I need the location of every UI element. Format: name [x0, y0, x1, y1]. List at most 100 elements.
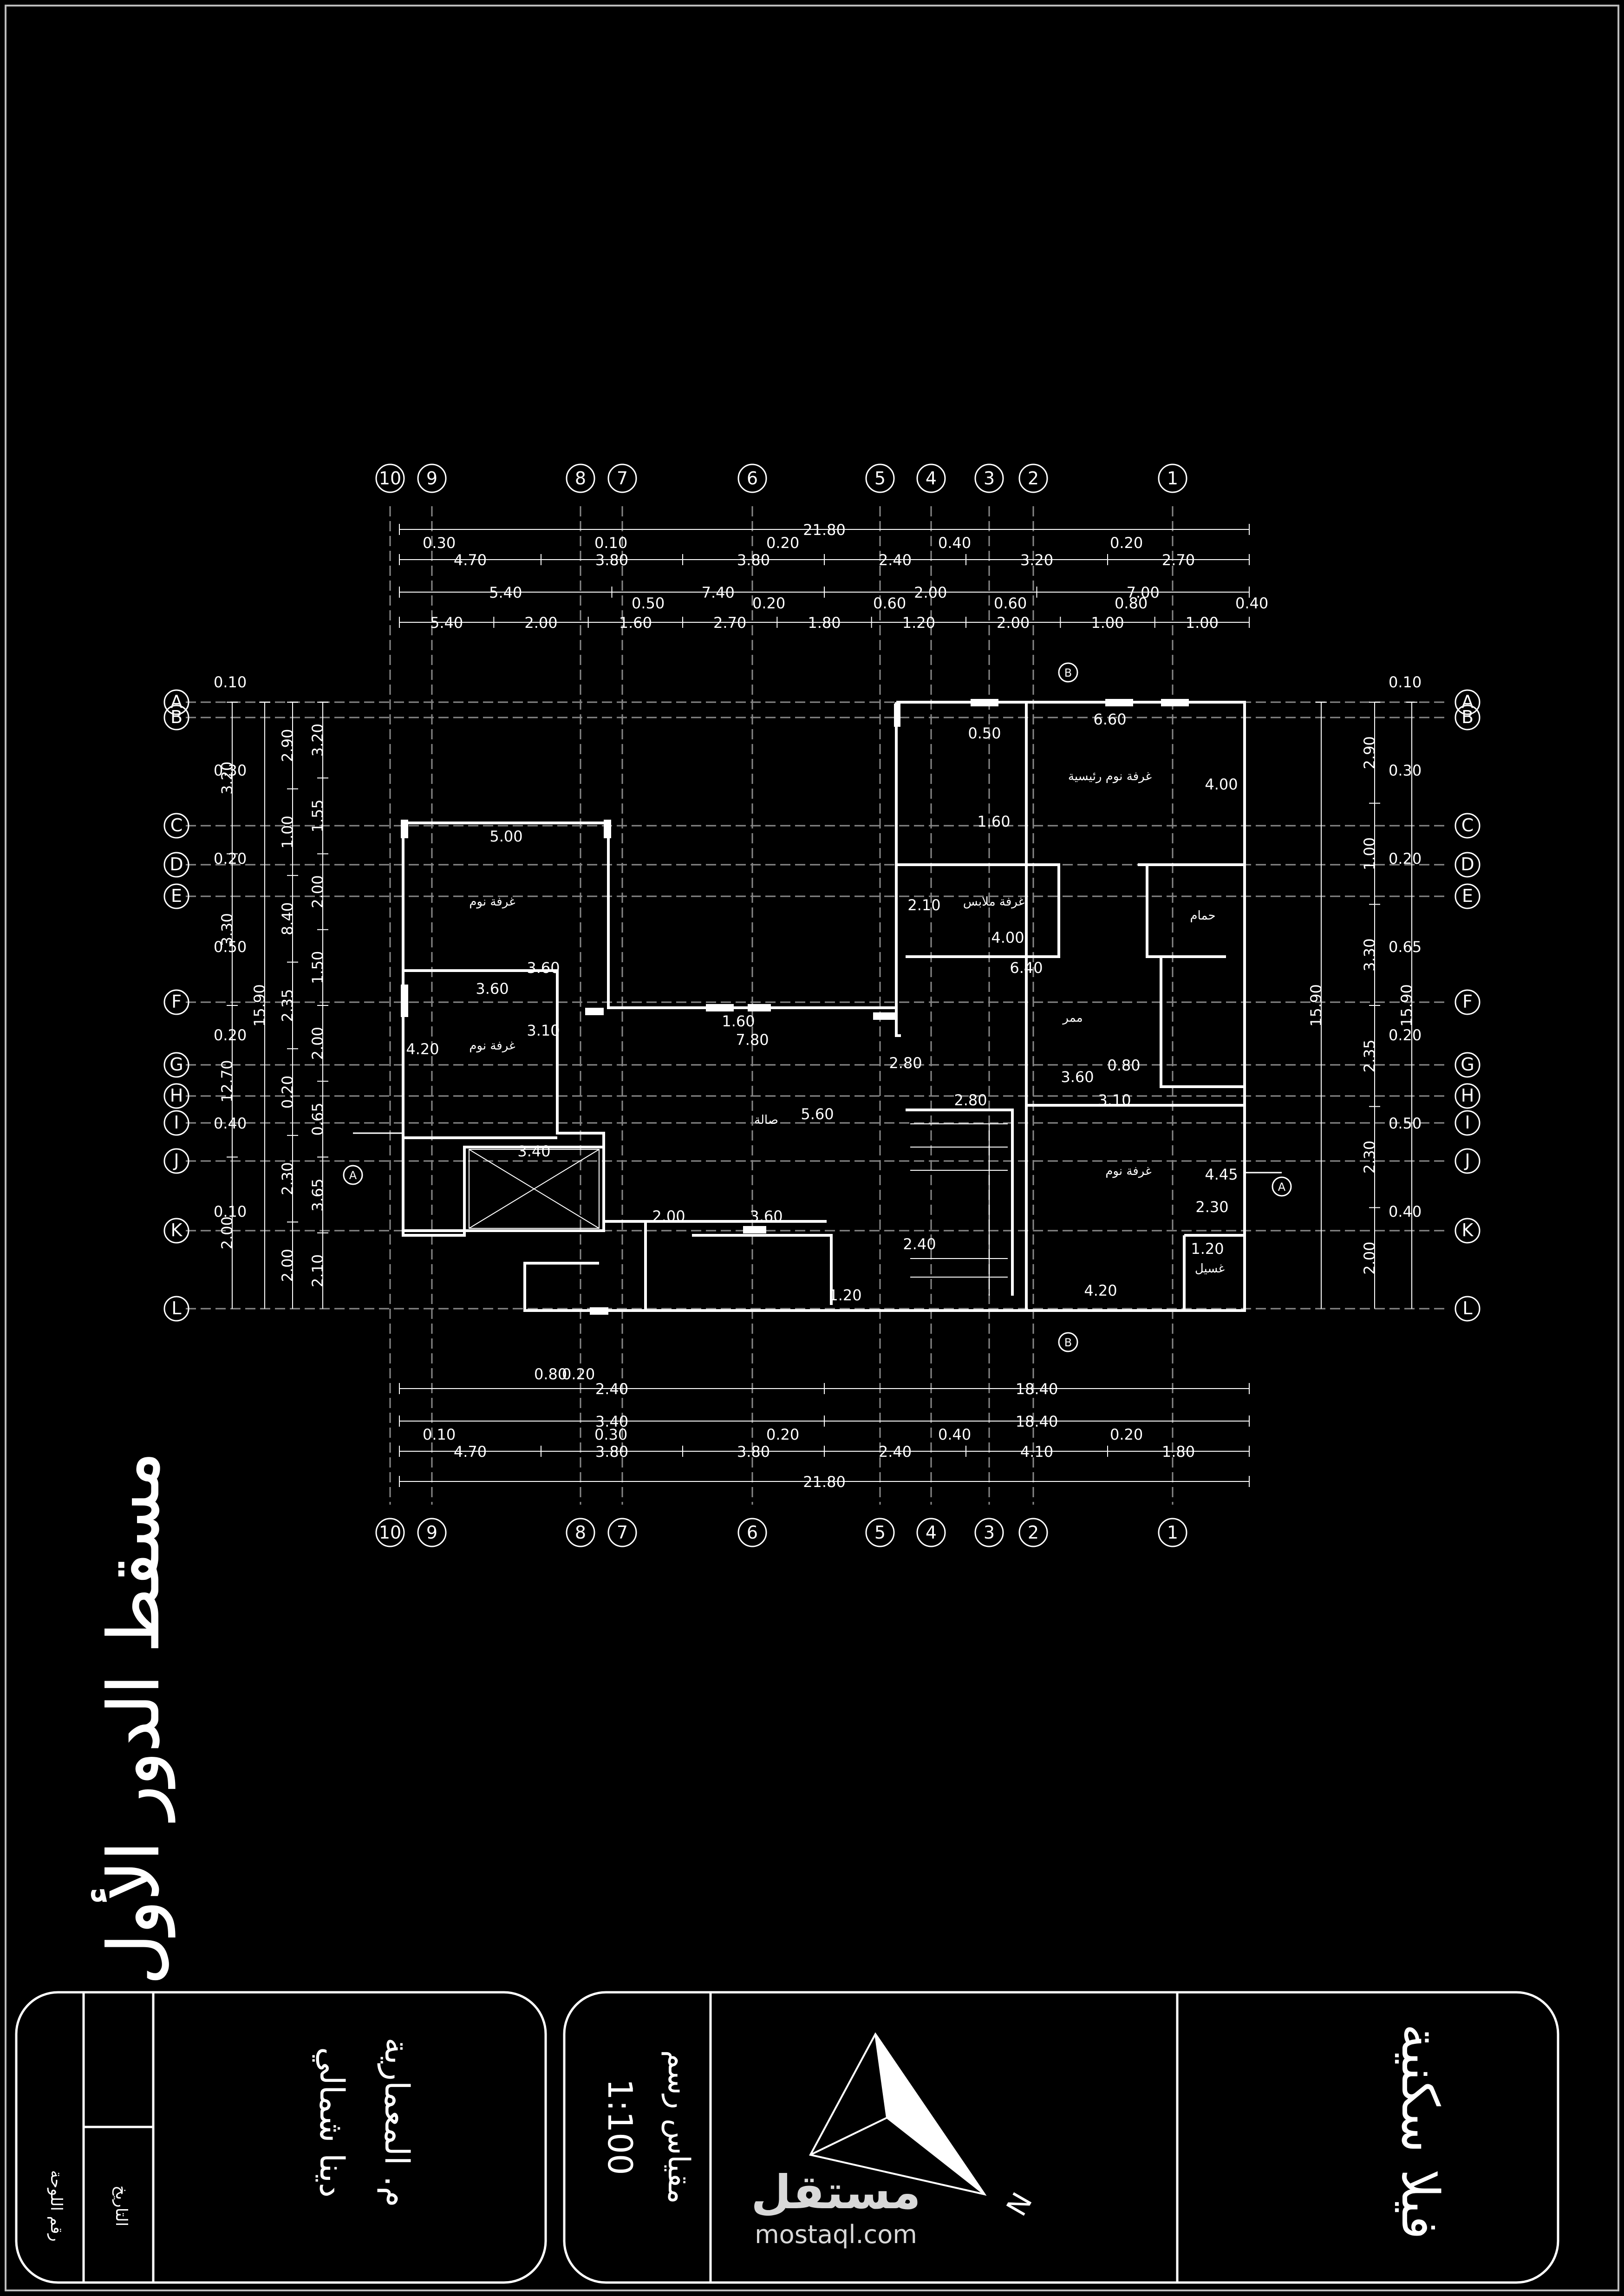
room-dimension: 3.10: [527, 1022, 560, 1039]
grid-label-row: L: [1462, 1298, 1472, 1318]
dimension-value: 1.80: [1162, 1443, 1195, 1461]
dimension-value: 1.60: [619, 614, 652, 632]
room-dimension: 5.60: [801, 1105, 834, 1123]
grid-label-col: 7: [617, 468, 628, 489]
dimension-value-small: 0.20: [766, 534, 799, 552]
grid-bubble-col: [974, 463, 1004, 493]
dimension-value-small: 0.20: [1389, 850, 1422, 868]
grid-bubble-row: [163, 852, 189, 878]
outer-wall-left-of-right-block: [895, 702, 901, 1037]
dimension-value: 3.40: [595, 1413, 628, 1430]
dimension-value-small: 0.10: [594, 534, 627, 552]
grid-label-row: I: [1465, 1112, 1470, 1133]
room-dimension: 4.20: [406, 1040, 439, 1058]
grid-label-row: J: [173, 1150, 179, 1171]
dimension-value: 3.80: [737, 551, 770, 569]
grid-bubble-row: [163, 689, 189, 715]
room-dimension: 4.00: [1205, 776, 1238, 793]
room-dimension: 1.20: [1191, 1240, 1224, 1258]
grid-label-row: L: [171, 1298, 181, 1318]
dimension-value: 3.80: [737, 1443, 770, 1461]
grid-bubble-col: [417, 1518, 447, 1547]
dimension-value-small: 0.30: [423, 534, 456, 552]
scale-value: 1:100: [600, 2079, 639, 2175]
dimension-value: 2.70: [713, 614, 746, 632]
dimension-value: 5.40: [430, 614, 463, 632]
dimension-value: 15.90: [1398, 984, 1415, 1027]
room-dressing: غرفة ملابس: [963, 895, 1024, 909]
north-label: N: [999, 2186, 1037, 2221]
grid-bubble-col: [865, 463, 895, 493]
room-dimension: 2.30: [1195, 1198, 1228, 1216]
dimension-value: 2.30: [279, 1162, 296, 1195]
grid-bubble-col: [566, 1518, 595, 1547]
grid-bubble-col: [1158, 463, 1187, 493]
dimension-value: 18.40: [1016, 1380, 1058, 1398]
dimension-value: 0.65: [309, 1102, 326, 1135]
wall-bedrooms: [402, 823, 605, 1232]
grid-bubble-row: [163, 989, 189, 1015]
grid-label-row: G: [1461, 1054, 1474, 1075]
grid-label-row: E: [171, 886, 182, 906]
grid-label-row: A: [170, 691, 183, 712]
grid-bubble-row: [163, 1218, 189, 1244]
grid-label-row: B: [1461, 707, 1474, 727]
grid-bubble-col: [865, 1518, 895, 1547]
grid-bubble-row: [1454, 1110, 1481, 1136]
dimension-value-small: 0.10: [423, 1426, 456, 1443]
dimension-value: 7.00: [1127, 584, 1160, 601]
grid-bubble-row: [163, 1052, 189, 1078]
office-line-2: دينا شمالي: [312, 2047, 352, 2198]
svg-text:B: B: [1064, 666, 1072, 679]
dimension-value: 1.80: [808, 614, 841, 632]
dimension-value: 0.20: [279, 1076, 296, 1109]
room-dimension: 3.60: [1061, 1068, 1094, 1086]
date-label: التاريخ: [112, 2185, 130, 2226]
room-dimension: 0.50: [968, 724, 1001, 742]
grid-bubble-col: [1158, 1518, 1187, 1547]
room-dimension: 4.45: [1205, 1166, 1238, 1183]
walls: [402, 701, 1246, 1312]
sheet-title: مسقط الدور الأول: [91, 1452, 175, 1984]
dimension-value: 7.40: [702, 584, 735, 601]
dimension-value-small: 0.10: [214, 1203, 247, 1220]
room-dimension: 3.60: [527, 959, 560, 977]
grid-lines: [186, 506, 1449, 1505]
dimension-value: 3.65: [309, 1179, 326, 1212]
dimension-value: 2.00: [997, 614, 1030, 632]
grid-label-row: K: [1462, 1220, 1474, 1240]
wall-stair: [906, 1109, 1014, 1296]
room-dimension: 2.10: [907, 896, 940, 914]
room-dimension: 1.20: [828, 1286, 861, 1304]
dimension-value-small: 0.20: [1110, 1426, 1143, 1443]
grid-label-col: 4: [926, 1522, 937, 1543]
dimension-value: 1.00: [1186, 614, 1219, 632]
dimension-value: 5.40: [489, 584, 522, 601]
grid-bubble-row: [1454, 852, 1481, 878]
grid-label-col: 5: [874, 1522, 886, 1543]
grid-bubble-row: [163, 1083, 189, 1109]
dimension-value: 2.00: [309, 1027, 326, 1060]
room-dimension: 0.80: [1107, 1057, 1140, 1074]
dimension-value: 18.40: [1016, 1413, 1058, 1430]
dimension-value-small: 0.30: [214, 762, 247, 779]
grid-label-col: 5: [874, 468, 886, 489]
dimension-value: 1.00: [1361, 837, 1378, 870]
project-name: فيلا سكنية: [1390, 2024, 1450, 2240]
room-dimension: 7.80: [736, 1031, 769, 1049]
watermark-url: mostaql.com: [755, 2220, 917, 2249]
room-dimension: 4.20: [1084, 1282, 1117, 1299]
grid-label-col: 2: [1028, 468, 1039, 489]
dimension-value: 1.50: [309, 951, 326, 984]
dimension-value-small: 0.20: [766, 1426, 799, 1443]
grid-label-row: H: [170, 1085, 183, 1106]
room-dimension: 2.80: [954, 1091, 987, 1109]
svg-text:B: B: [1064, 1336, 1072, 1349]
north-arrow-icon: [809, 2032, 987, 2196]
dimension-value-small: 0.10: [1389, 673, 1422, 691]
dimension-value-small: 0.40: [1235, 594, 1268, 612]
room-hall: صالة: [754, 1113, 778, 1127]
grid-label-col: 1: [1167, 1522, 1178, 1543]
